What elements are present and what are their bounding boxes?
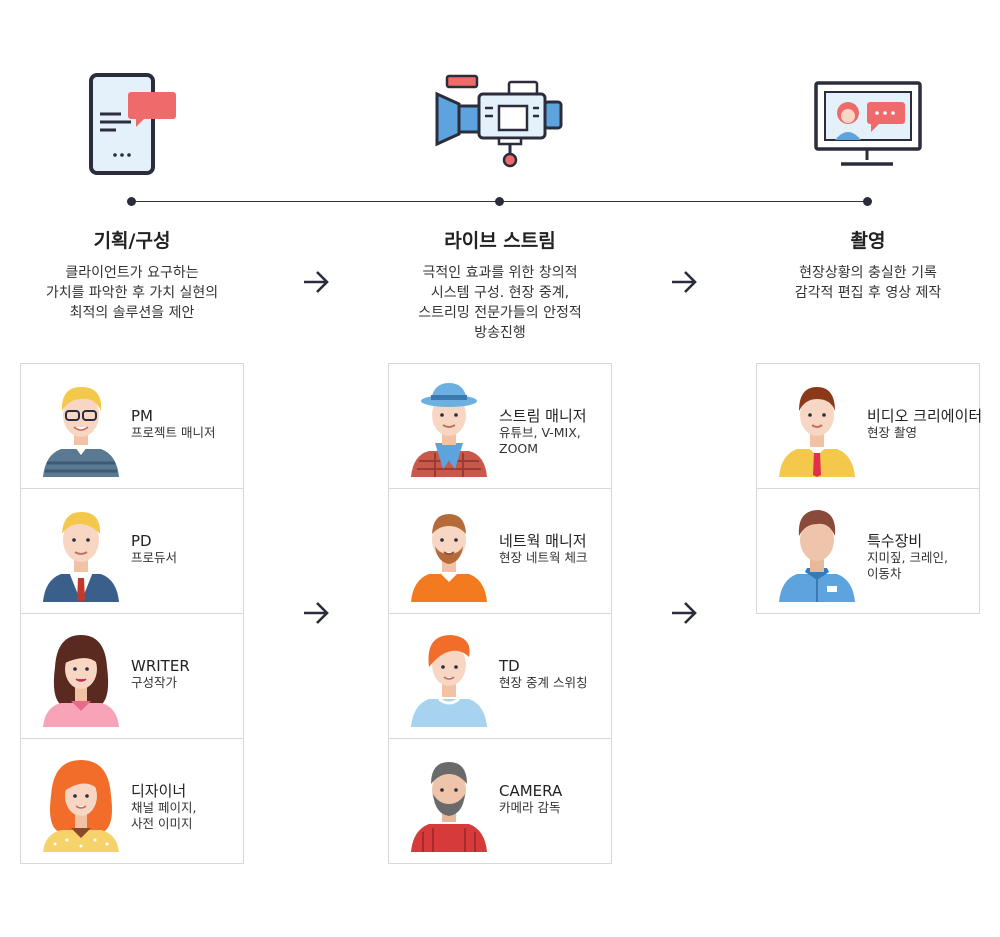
video-camera-icon	[435, 74, 563, 168]
man-hat-avatar	[411, 383, 487, 477]
role-list-filming: 비디오 크리에이터 현장 촬영 특수장비 지미짚, 크레인, 이동차	[756, 363, 982, 614]
man-orange-hair-avatar	[411, 635, 487, 727]
role-card: 디자이너 채널 페이지, 사전 이미지	[21, 739, 243, 863]
role-detail: 프로젝트 매니저	[131, 425, 216, 440]
role-detail: 채널 페이지, 사전 이미지	[131, 800, 197, 831]
role-card: PD 프로듀서	[21, 489, 243, 614]
role-detail: 카메라 감독	[499, 800, 561, 815]
man-glasses-avatar	[43, 387, 119, 477]
role-list-live-stream: 스트림 매니저 유튜브, V-MIX, ZOOM 네트웍 매니저 현장 네트웍 …	[388, 363, 612, 864]
role-card: 비디오 크리에이터 현장 촬영	[757, 364, 982, 489]
role-name: 네트웍 매니저	[499, 532, 587, 550]
stage-description: 클라이언트가 요구하는 가치를 파악한 후 가치 실현의 최적의 솔루션을 제안	[45, 265, 219, 321]
role-card: CAMERA 카메라 감독	[389, 739, 611, 863]
role-detail: 현장 촬영	[867, 425, 917, 440]
role-detail: 유튜브, V-MIX, ZOOM	[499, 425, 581, 456]
role-detail: 구성작가	[131, 675, 178, 690]
role-card: TD 현장 중계 스위칭	[389, 614, 611, 739]
man-gray-beard-avatar	[411, 762, 487, 852]
arrow-right-icon	[304, 602, 329, 624]
timeline-dot	[495, 197, 504, 206]
role-name: PD	[131, 532, 152, 550]
man-suit-avatar	[43, 512, 119, 602]
timeline-dot	[863, 197, 872, 206]
woman-curly-avatar	[43, 635, 119, 727]
man-beard-avatar	[411, 514, 487, 602]
stage-title: 기획/구성	[93, 230, 171, 252]
role-detail: 프로듀서	[131, 550, 178, 565]
stage-description: 극적인 효과를 위한 창의적 시스템 구성. 현장 중계, 스트리밍 전문가들의…	[418, 265, 582, 341]
stage-title: 라이브 스트림	[444, 230, 556, 252]
role-name: 디자이너	[131, 782, 187, 800]
stage-title: 촬영	[850, 230, 886, 252]
role-list-planning: PM 프로젝트 매니저 PD 프로듀서	[20, 363, 244, 864]
role-name: WRITER	[131, 657, 190, 675]
arrow-right-icon	[672, 271, 697, 293]
role-detail: 현장 네트웍 체크	[499, 550, 588, 565]
stage-description: 현장상황의 충실한 기록 감각적 편집 후 영상 제작	[794, 265, 942, 301]
role-card: PM 프로젝트 매니저	[21, 364, 243, 489]
role-detail: 지미짚, 크레인, 이동차	[867, 550, 948, 581]
role-name: TD	[499, 657, 520, 675]
man-uniform-avatar	[779, 510, 855, 602]
woman-redhair-avatar	[43, 760, 119, 852]
arrow-right-icon	[304, 271, 329, 293]
role-card: WRITER 구성작가	[21, 614, 243, 739]
role-name: PM	[131, 407, 153, 425]
role-card: 특수장비 지미짚, 크레인, 이동차	[757, 489, 979, 613]
role-detail: 현장 중계 스위칭	[499, 675, 588, 690]
role-name: 스트림 매니저	[499, 407, 587, 425]
role-card: 네트웍 매니저 현장 네트웍 체크	[389, 489, 611, 614]
mobile-chat-icon	[89, 73, 176, 175]
man-tie-avatar	[779, 387, 855, 477]
arrow-right-icon	[672, 602, 697, 624]
role-name: CAMERA	[499, 782, 563, 800]
role-name: 비디오 크리에이터	[867, 407, 983, 425]
role-name: 특수장비	[867, 532, 923, 550]
timeline-dot	[127, 197, 136, 206]
role-card: 스트림 매니저 유튜브, V-MIX, ZOOM	[389, 364, 611, 489]
monitor-chat-icon	[814, 81, 922, 166]
